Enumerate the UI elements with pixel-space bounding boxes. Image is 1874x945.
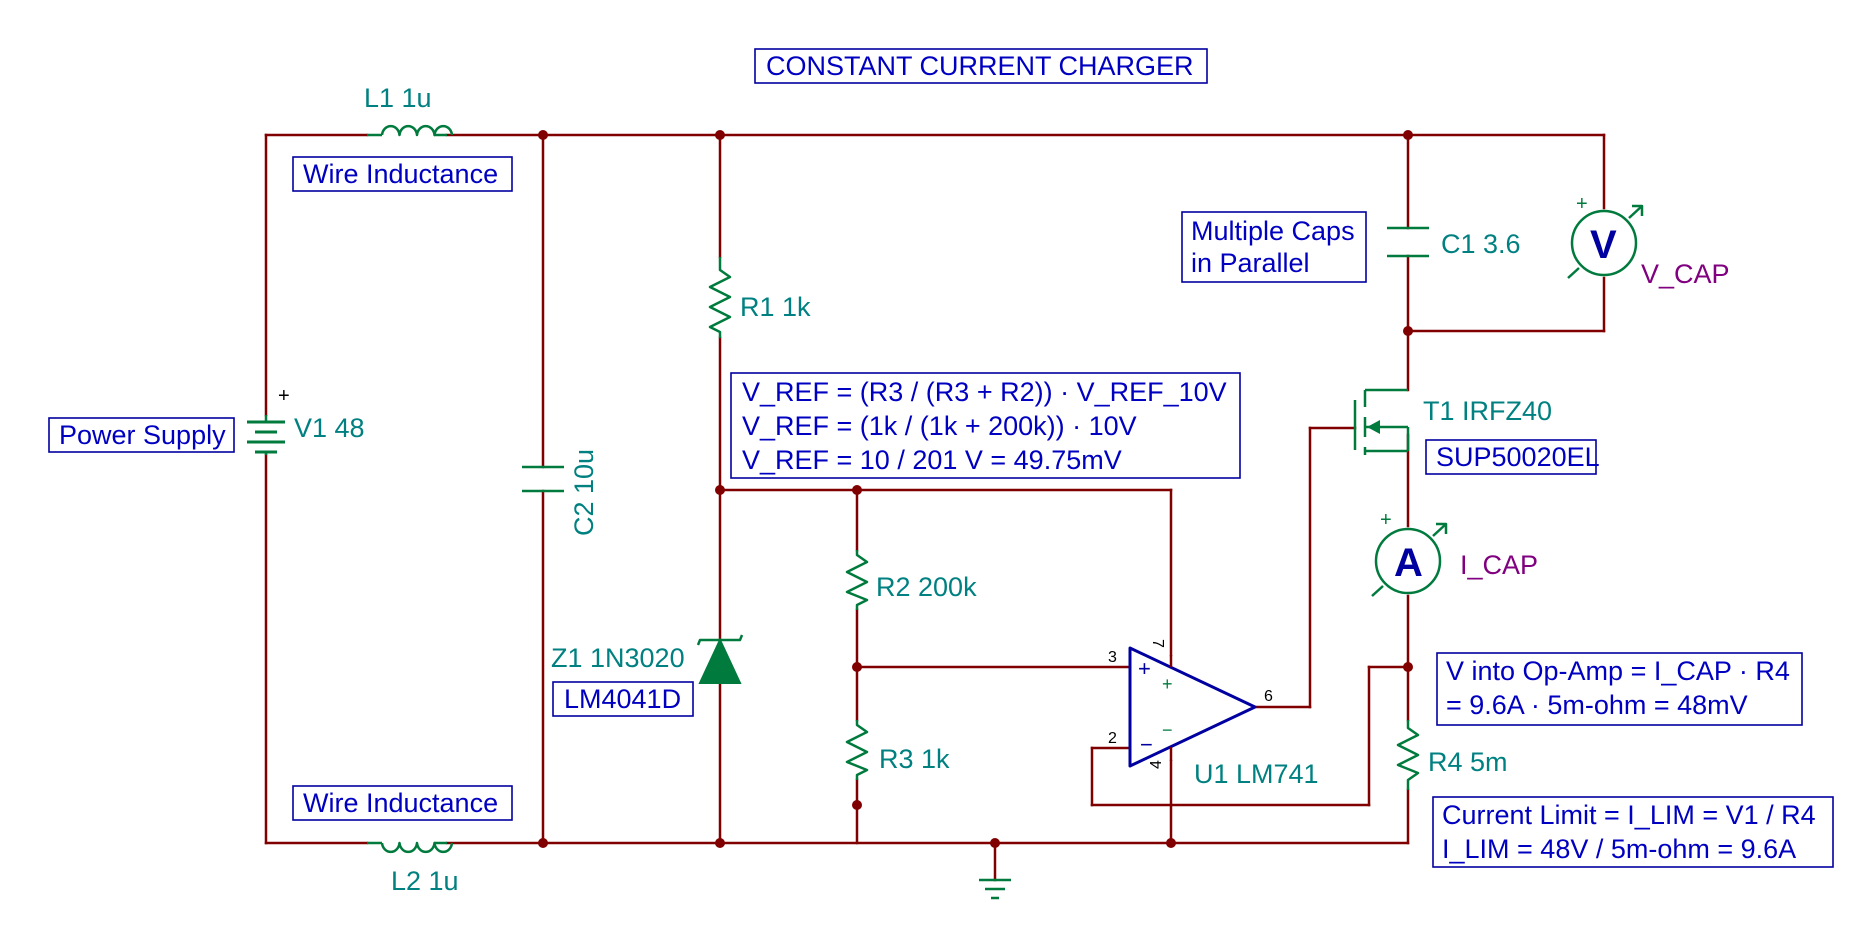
svg-text:−: − (1162, 720, 1173, 740)
resistor-r4 (1396, 720, 1420, 790)
ammeter-name: I_CAP (1460, 550, 1538, 580)
wire-top-box (292, 156, 513, 192)
zener-part-label: LM4041D (564, 684, 681, 714)
z1-label: Z1 1N3020 (551, 643, 685, 673)
mosfet-t1 (1353, 388, 1410, 455)
wire-inductance-top-label: Wire Inductance (303, 159, 498, 189)
ground-symbol (979, 878, 1011, 900)
fet-part-label: SUP50020EL (1436, 442, 1600, 472)
r1-label: R1 1k (740, 292, 811, 322)
v1-label: V1 48 (294, 413, 365, 443)
c1-label: C1 3.6 (1441, 229, 1521, 259)
inductor-l2 (367, 841, 454, 854)
resistor-r2 (845, 550, 869, 610)
capacitor-c2 (522, 465, 564, 493)
t1-label: T1 IRFZ40 (1423, 396, 1552, 426)
wire-inductance-bottom-label: Wire Inductance (303, 788, 498, 818)
vref-box (730, 372, 1241, 479)
vref-line1: V_REF = (R3 / (R3 + R2)) · V_REF_10V (742, 377, 1227, 407)
voltmeter-v-cap: + (1567, 193, 1644, 279)
r2-label: R2 200k (876, 572, 977, 602)
l1-label: L1 1u (364, 83, 432, 113)
capacitor-c1 (1387, 226, 1429, 258)
r3-label: R3 1k (879, 744, 950, 774)
fet-part-box (1425, 439, 1597, 475)
ilim-line1: Current Limit = I_LIM = V1 / R4 (1442, 800, 1816, 830)
opamp-eq-box (1436, 652, 1803, 726)
svg-text:+: + (1380, 509, 1392, 531)
svg-text:+: + (1162, 674, 1173, 694)
ammeter-letter: A (1394, 541, 1423, 585)
inductor-l1 (367, 124, 454, 137)
opamp-u1: + − + − (1128, 646, 1257, 768)
ilim-line2: I_LIM = 48V / 5m-ohm = 9.6A (1442, 834, 1796, 864)
multiple-caps-line2: in Parallel (1191, 248, 1310, 278)
resistor-r3 (845, 720, 869, 780)
vref-line3: V_REF = 10 / 201 V = 49.75mV (742, 445, 1122, 475)
multiple-caps-box (1181, 211, 1367, 283)
opamp-eq-line2: = 9.6A · 5m-ohm = 48mV (1446, 690, 1748, 720)
ilim-box (1432, 796, 1834, 868)
page-title: CONSTANT CURRENT CHARGER (766, 51, 1194, 81)
voltmeter-name: V_CAP (1641, 259, 1730, 289)
r4-label: R4 5m (1428, 747, 1508, 777)
wires (264, 133, 1606, 882)
power-supply-label: Power Supply (59, 420, 226, 450)
l2-label: L2 1u (391, 866, 459, 896)
zener-z1 (696, 634, 744, 684)
resistor-r1 (708, 257, 732, 338)
voltmeter-letter: V (1590, 223, 1617, 267)
pin-3-label: 3 (1108, 649, 1117, 666)
c2-label: C2 10u (569, 449, 599, 536)
pin-4-label: 4 (1148, 760, 1165, 769)
junctions (538, 130, 1413, 848)
wire-bottom-box (292, 785, 513, 821)
battery-v1: + (247, 385, 290, 455)
opamp-eq-line1: V into Op-Amp = I_CAP · R4 (1446, 656, 1790, 686)
svg-text:+: + (1576, 193, 1588, 215)
title-box (754, 48, 1208, 84)
svg-text:+: + (1138, 656, 1151, 681)
pin-7-label: 7 (1149, 639, 1166, 648)
pin-2-label: 2 (1108, 730, 1117, 747)
svg-text:+: + (278, 385, 290, 407)
ammeter-i-cap: + (1371, 509, 1448, 597)
vref-line2: V_REF = (1k / (1k + 200k)) · 10V (742, 411, 1137, 441)
power-supply-box (48, 417, 235, 453)
svg-text:−: − (1140, 732, 1153, 757)
pin-6-label: 6 (1264, 688, 1273, 705)
multiple-caps-line1: Multiple Caps (1191, 216, 1355, 246)
zener-part-box (552, 681, 694, 717)
u1-label: U1 LM741 (1194, 759, 1319, 789)
